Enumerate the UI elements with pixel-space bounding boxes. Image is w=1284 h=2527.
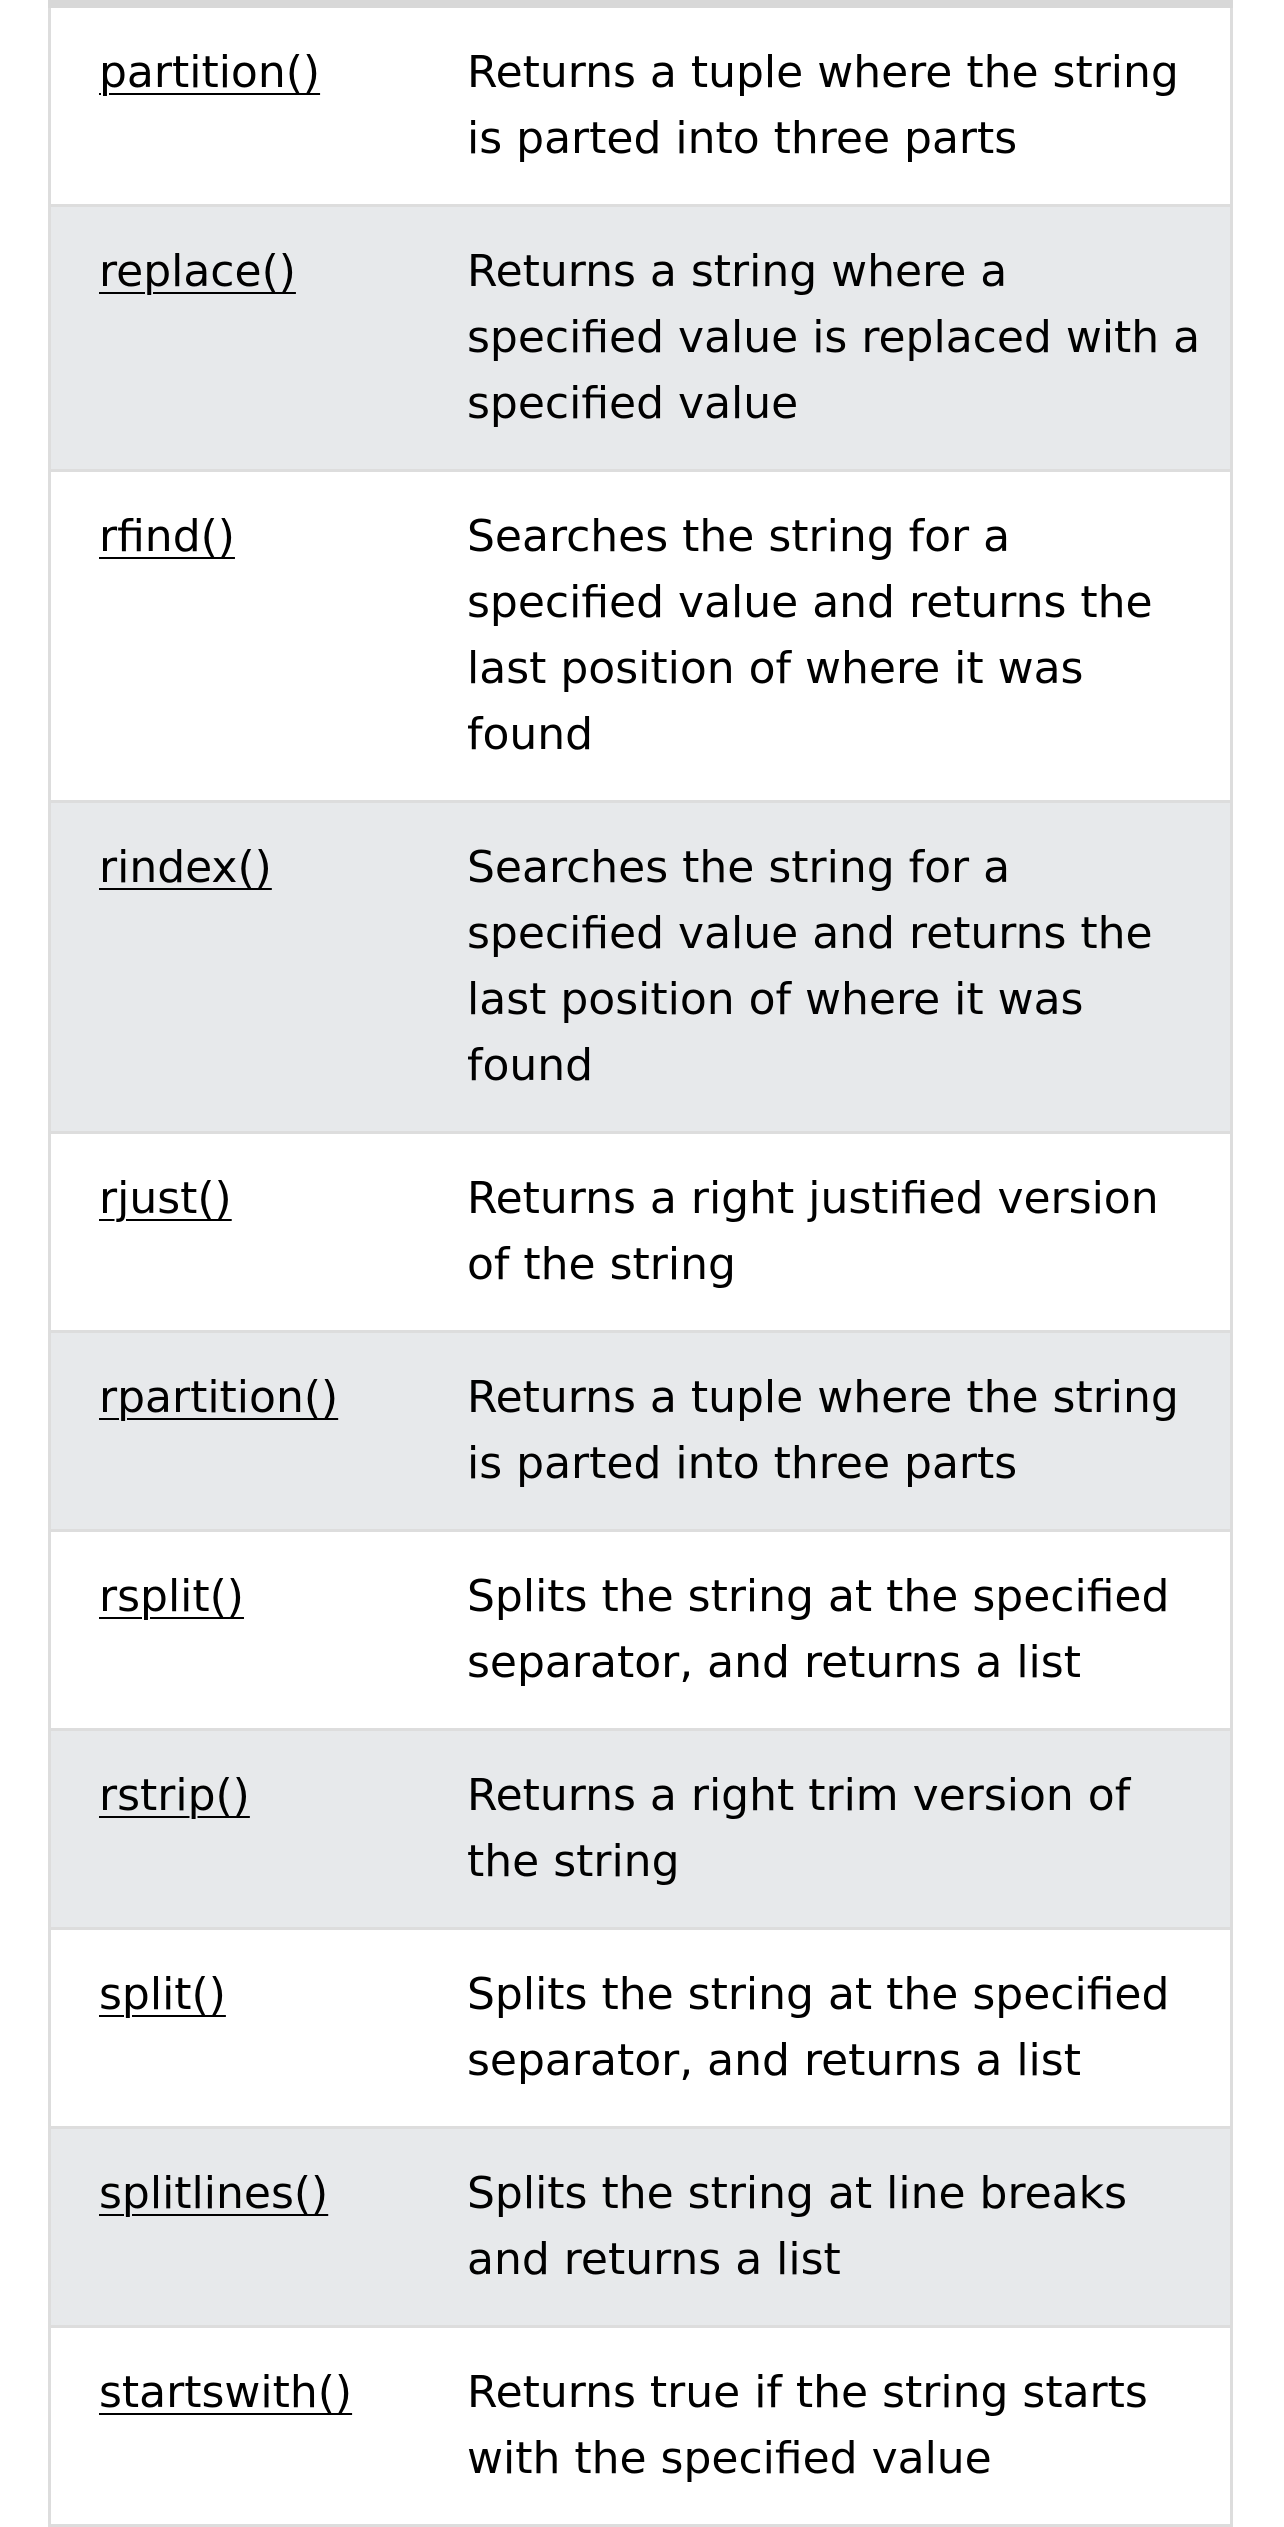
description-cell: Returns a tuple where the string is part… [467,1372,1179,1489]
method-link-rindex[interactable]: rindex() [99,842,272,893]
description-cell: Splits the string at line breaks and ret… [467,2168,1128,2285]
table-row: rsplit() Splits the string at the specif… [49,1530,1232,1730]
table-row: rfind() Searches the string for a specif… [49,470,1232,802]
method-cell: rstrip() [50,1730,468,1929]
method-link-rstrip[interactable]: rstrip() [99,1770,250,1821]
table-row: rindex() Searches the string for a speci… [49,801,1232,1133]
table-row: split() Splits the string at the specifi… [49,1928,1232,2128]
method-link-rjust[interactable]: rjust() [99,1173,232,1224]
table-row: replace() Returns a string where a speci… [49,205,1232,471]
method-cell: rfind() [50,471,468,802]
method-link-rsplit[interactable]: rsplit() [99,1571,244,1622]
method-cell: split() [50,1929,468,2128]
description-cell: Returns a right trim version of the stri… [467,1770,1131,1887]
description-cell: Returns a string where a specified value… [467,246,1201,429]
description-cell: Searches the string for a specified valu… [467,842,1153,1091]
method-cell: startswith() [50,2327,468,2526]
table-top-border [48,0,1233,8]
table-row: rjust() Returns a right justified versio… [49,1132,1232,1332]
table-row: startswith() Returns true if the string … [49,2326,1232,2526]
table-row: splitlines() Splits the string at line b… [49,2127,1232,2327]
string-methods-table: partition() Returns a tuple where the st… [48,8,1233,2527]
method-link-split[interactable]: split() [99,1969,226,2020]
method-cell: partition() [50,8,468,206]
method-cell: splitlines() [50,2128,468,2327]
method-cell: replace() [50,206,468,471]
description-cell: Returns a right justified version of the… [467,1173,1159,1290]
method-link-partition[interactable]: partition() [99,47,321,98]
description-cell: Returns a tuple where the string is part… [467,47,1179,164]
description-cell: Returns true if the string starts with t… [467,2367,1148,2484]
method-link-replace[interactable]: replace() [99,246,296,297]
description-cell: Splits the string at the specified separ… [467,1571,1170,1688]
method-cell: rsplit() [50,1531,468,1730]
method-cell: rpartition() [50,1332,468,1531]
method-link-splitlines[interactable]: splitlines() [99,2168,329,2219]
method-link-rfind[interactable]: rfind() [99,511,235,562]
method-link-startswith[interactable]: startswith() [99,2367,353,2418]
method-link-rpartition[interactable]: rpartition() [99,1372,339,1423]
table-row: rstrip() Returns a right trim version of… [49,1729,1232,1929]
method-cell: rindex() [50,802,468,1133]
table-row: partition() Returns a tuple where the st… [49,8,1232,206]
table-row: rpartition() Returns a tuple where the s… [49,1331,1232,1531]
description-cell: Searches the string for a specified valu… [467,511,1153,760]
description-cell: Splits the string at the specified separ… [467,1969,1170,2086]
method-cell: rjust() [50,1133,468,1332]
